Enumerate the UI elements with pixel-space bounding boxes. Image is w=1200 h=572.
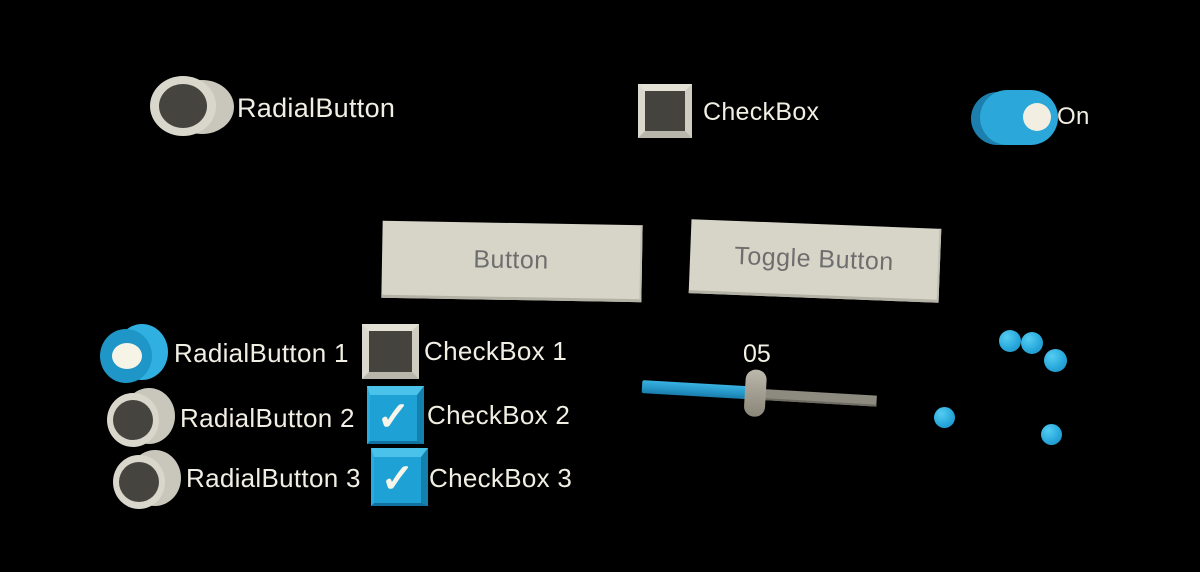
scatter-dot	[1044, 349, 1067, 372]
scatter-dot	[1021, 332, 1043, 354]
slider[interactable]	[640, 352, 880, 432]
toggle-knob[interactable]	[1023, 103, 1051, 131]
radial-button-2-label: RadialButton 2	[180, 403, 355, 433]
checkbox-3-label: CheckBox 3	[429, 463, 573, 493]
slider-value: 05	[743, 340, 771, 368]
radial-button-3[interactable]	[113, 450, 183, 512]
radial-selected-dot	[112, 343, 142, 369]
slider-track[interactable]	[640, 369, 878, 418]
scatter-dot	[934, 407, 955, 428]
toggle-button-label: Toggle Button	[733, 241, 895, 277]
checkbox-3[interactable]: ✓	[371, 448, 428, 506]
checkbox-label: CheckBox	[703, 98, 820, 126]
slider-fill	[641, 380, 756, 400]
checkbox-1-label: CheckBox 1	[424, 336, 568, 366]
scatter-dot	[1041, 424, 1062, 445]
check-icon: ✓	[380, 457, 415, 501]
checkbox-2[interactable]: ✓	[367, 386, 424, 444]
button-label: Button	[473, 244, 549, 275]
button[interactable]: Button	[381, 220, 643, 303]
radial-button-well	[159, 84, 207, 128]
radial-button-1[interactable]	[100, 324, 170, 386]
slider-rail	[754, 388, 877, 407]
radial-button-well	[119, 462, 159, 502]
toggle-button[interactable]: Toggle Button	[688, 219, 942, 303]
scatter-dot	[999, 330, 1021, 352]
slider-thumb[interactable]	[743, 369, 768, 418]
radial-button-2[interactable]	[107, 388, 177, 450]
checkbox[interactable]	[638, 84, 692, 138]
radial-button-1-label: RadialButton 1	[174, 338, 349, 368]
toggle-switch[interactable]	[971, 90, 1059, 146]
radial-button-well	[113, 400, 153, 440]
toggle-label: On	[1057, 103, 1090, 130]
checkbox-1[interactable]	[362, 324, 419, 379]
radial-button[interactable]	[150, 76, 236, 138]
radial-button-label: RadialButton	[237, 93, 396, 123]
checkbox-2-label: CheckBox 2	[427, 400, 571, 430]
radial-button-3-label: RadialButton 3	[186, 463, 361, 493]
check-icon: ✓	[376, 395, 411, 439]
